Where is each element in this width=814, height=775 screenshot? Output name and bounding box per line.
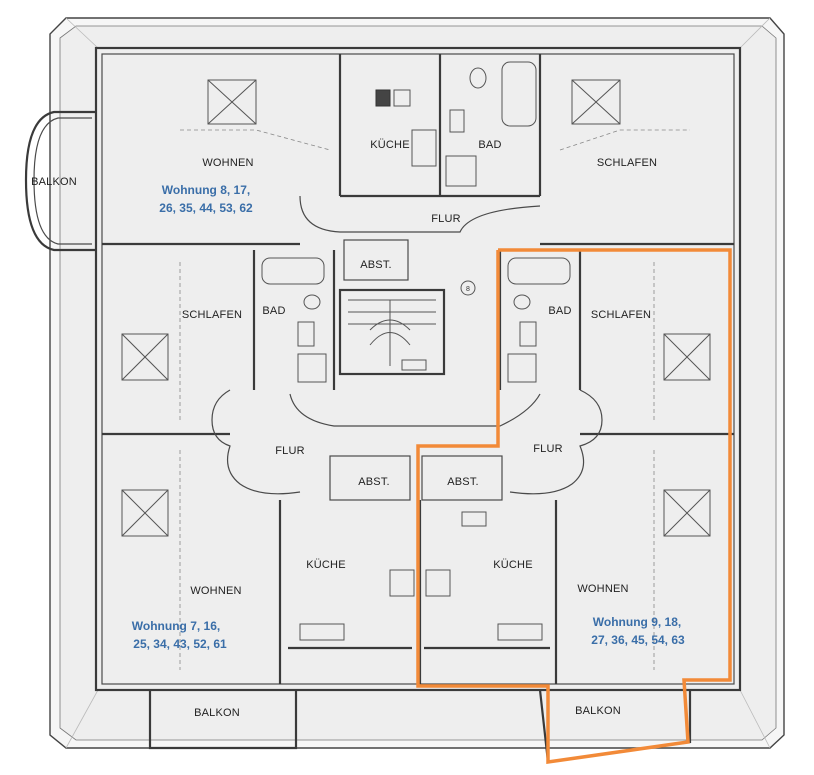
unit-7-line-1: Wohnung 7, 16, bbox=[132, 619, 220, 633]
roof-outline bbox=[49, 17, 785, 749]
kitchen-fixtures bbox=[299, 89, 543, 641]
room-abst-bottom-left: ABST. bbox=[358, 476, 390, 488]
room-flur-top: FLUR bbox=[431, 213, 461, 225]
room-bad-middle-right: BAD bbox=[548, 305, 571, 317]
corridor-outlines bbox=[211, 195, 603, 495]
bathroom-fixtures bbox=[261, 61, 571, 383]
unit-9-line-2: 27, 36, 45, 54, 63 bbox=[591, 633, 685, 647]
unit-9-highlight bbox=[416, 248, 732, 765]
room-abst-top: ABST. bbox=[360, 259, 392, 271]
dashed-lines bbox=[179, 129, 690, 670]
room-balkon-bottom-left: BALKON bbox=[194, 707, 240, 719]
balcony-left bbox=[24, 110, 96, 252]
room-wohnen-bottom-right: WOHNEN bbox=[577, 583, 628, 595]
unit-labels: Wohnung 8, 17, 26, 35, 44, 53, 62 Wohnun… bbox=[132, 183, 685, 651]
window-markers bbox=[121, 79, 711, 537]
interior-walls bbox=[102, 54, 734, 684]
room-schlafen-top-right: SCHLAFEN bbox=[597, 157, 657, 169]
room-kueche-bottom-right: KÜCHE bbox=[493, 559, 533, 571]
room-labels: WOHNEN KÜCHE BAD SCHLAFEN BALKON FLUR AB… bbox=[31, 139, 657, 719]
room-kueche-top: KÜCHE bbox=[370, 139, 410, 151]
stairs: 8 bbox=[348, 280, 476, 371]
room-kueche-bottom-left: KÜCHE bbox=[306, 559, 346, 571]
room-schlafen-middle-right: SCHLAFEN bbox=[591, 309, 651, 321]
stair-marker: 8 bbox=[466, 286, 470, 293]
room-flur-right: FLUR bbox=[533, 443, 563, 455]
room-flur-left: FLUR bbox=[275, 445, 305, 457]
room-balkon-bottom-right: BALKON bbox=[575, 705, 621, 717]
room-bad-middle-left: BAD bbox=[262, 305, 285, 317]
room-schlafen-middle-left: SCHLAFEN bbox=[182, 309, 242, 321]
room-bad-top: BAD bbox=[478, 139, 501, 151]
room-balkon-left: BALKON bbox=[31, 176, 77, 188]
unit-8-line-2: 26, 35, 44, 53, 62 bbox=[159, 201, 253, 215]
unit-8-line-1: Wohnung 8, 17, bbox=[162, 183, 250, 197]
room-wohnen-bottom-left: WOHNEN bbox=[190, 585, 241, 597]
room-abst-bottom-right: ABST. bbox=[447, 476, 479, 488]
unit-7-line-2: 25, 34, 43, 52, 61 bbox=[133, 637, 227, 651]
unit-9-line-1: Wohnung 9, 18, bbox=[593, 615, 681, 629]
room-wohnen-top-left: WOHNEN bbox=[202, 157, 253, 169]
